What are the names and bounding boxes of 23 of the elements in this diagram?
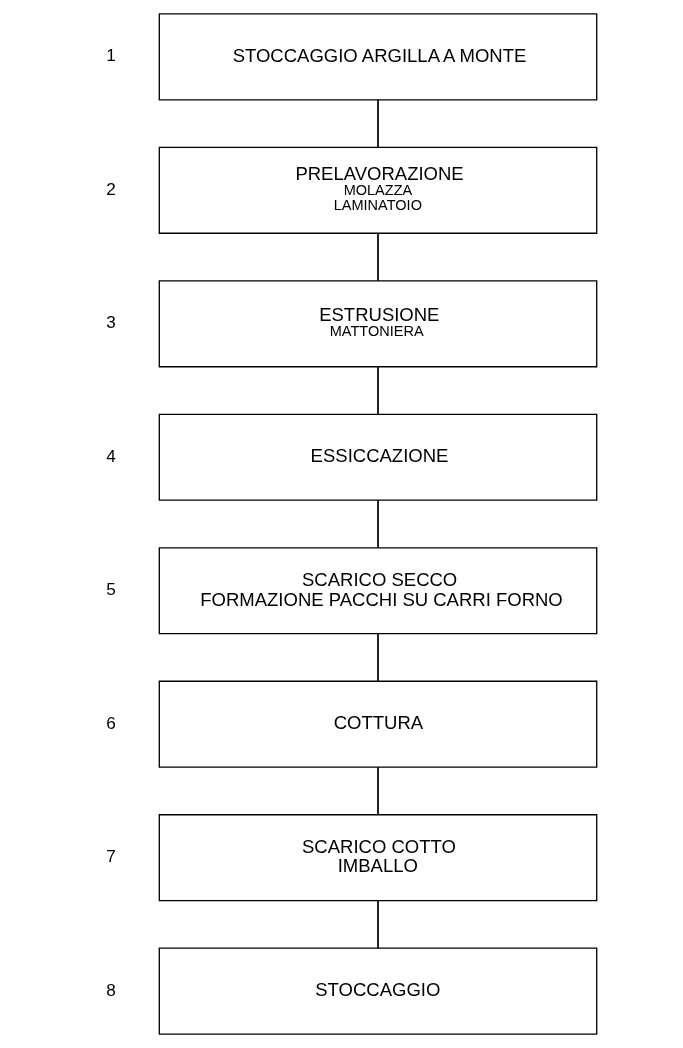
connector [376, 99, 379, 149]
connector [376, 499, 379, 549]
node-box: ESTRUSIONE MATTONIERA [158, 280, 597, 368]
node-label: 7 [105, 846, 116, 867]
node-box: ESSICCAZIONE [158, 413, 597, 501]
node-label: 2 [105, 178, 116, 199]
node-label: 6 [105, 712, 116, 733]
node-box: SCARICO COTTO IMBALLO [158, 814, 597, 902]
node-label: 3 [105, 312, 116, 333]
node-box: STOCCAGGIO ARGILLA A MONTE [158, 13, 597, 101]
connector [376, 766, 379, 816]
node-label: 1 [105, 45, 116, 66]
node-label: 5 [105, 579, 116, 600]
connector [376, 232, 379, 282]
node-box: COTTURA [158, 680, 597, 768]
connector [376, 366, 379, 415]
node-label: 8 [105, 979, 116, 1000]
connector [376, 899, 379, 949]
connector [376, 632, 379, 682]
node-box: STOCCAGGIO [158, 947, 597, 1035]
node-box: PRELAVORAZIONE MOLAZZA LAMINATOIO [158, 146, 597, 234]
node-box: SCARICO SECCO FORMAZIONE PACCHI SU CARRI FORNO [158, 547, 597, 635]
node-label: 4 [105, 445, 116, 466]
